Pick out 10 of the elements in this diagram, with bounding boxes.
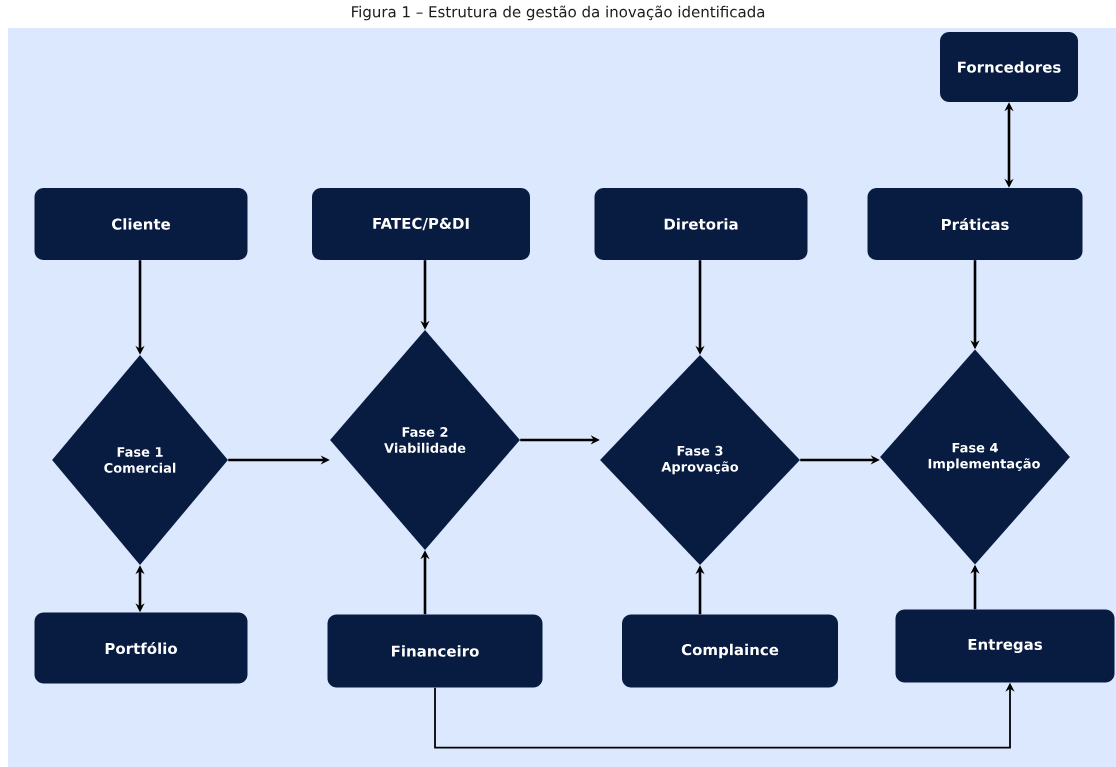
title: Figura 1 – Estrutura de gestão da inovação identificada — [352, 5, 765, 21]
process-box: Diretoria — [594, 188, 808, 260]
process-box: Entregas — [895, 609, 1115, 683]
process-box: Financeiro — [327, 614, 543, 688]
process-box: Práticas — [867, 188, 1083, 260]
process-box: Forncedores — [940, 32, 1078, 102]
process-box: Portfólio — [34, 612, 248, 684]
process-box: FATEC/P&DI — [312, 188, 530, 260]
process-box: Cliente — [34, 188, 248, 260]
process-box: Complaince — [622, 614, 838, 688]
